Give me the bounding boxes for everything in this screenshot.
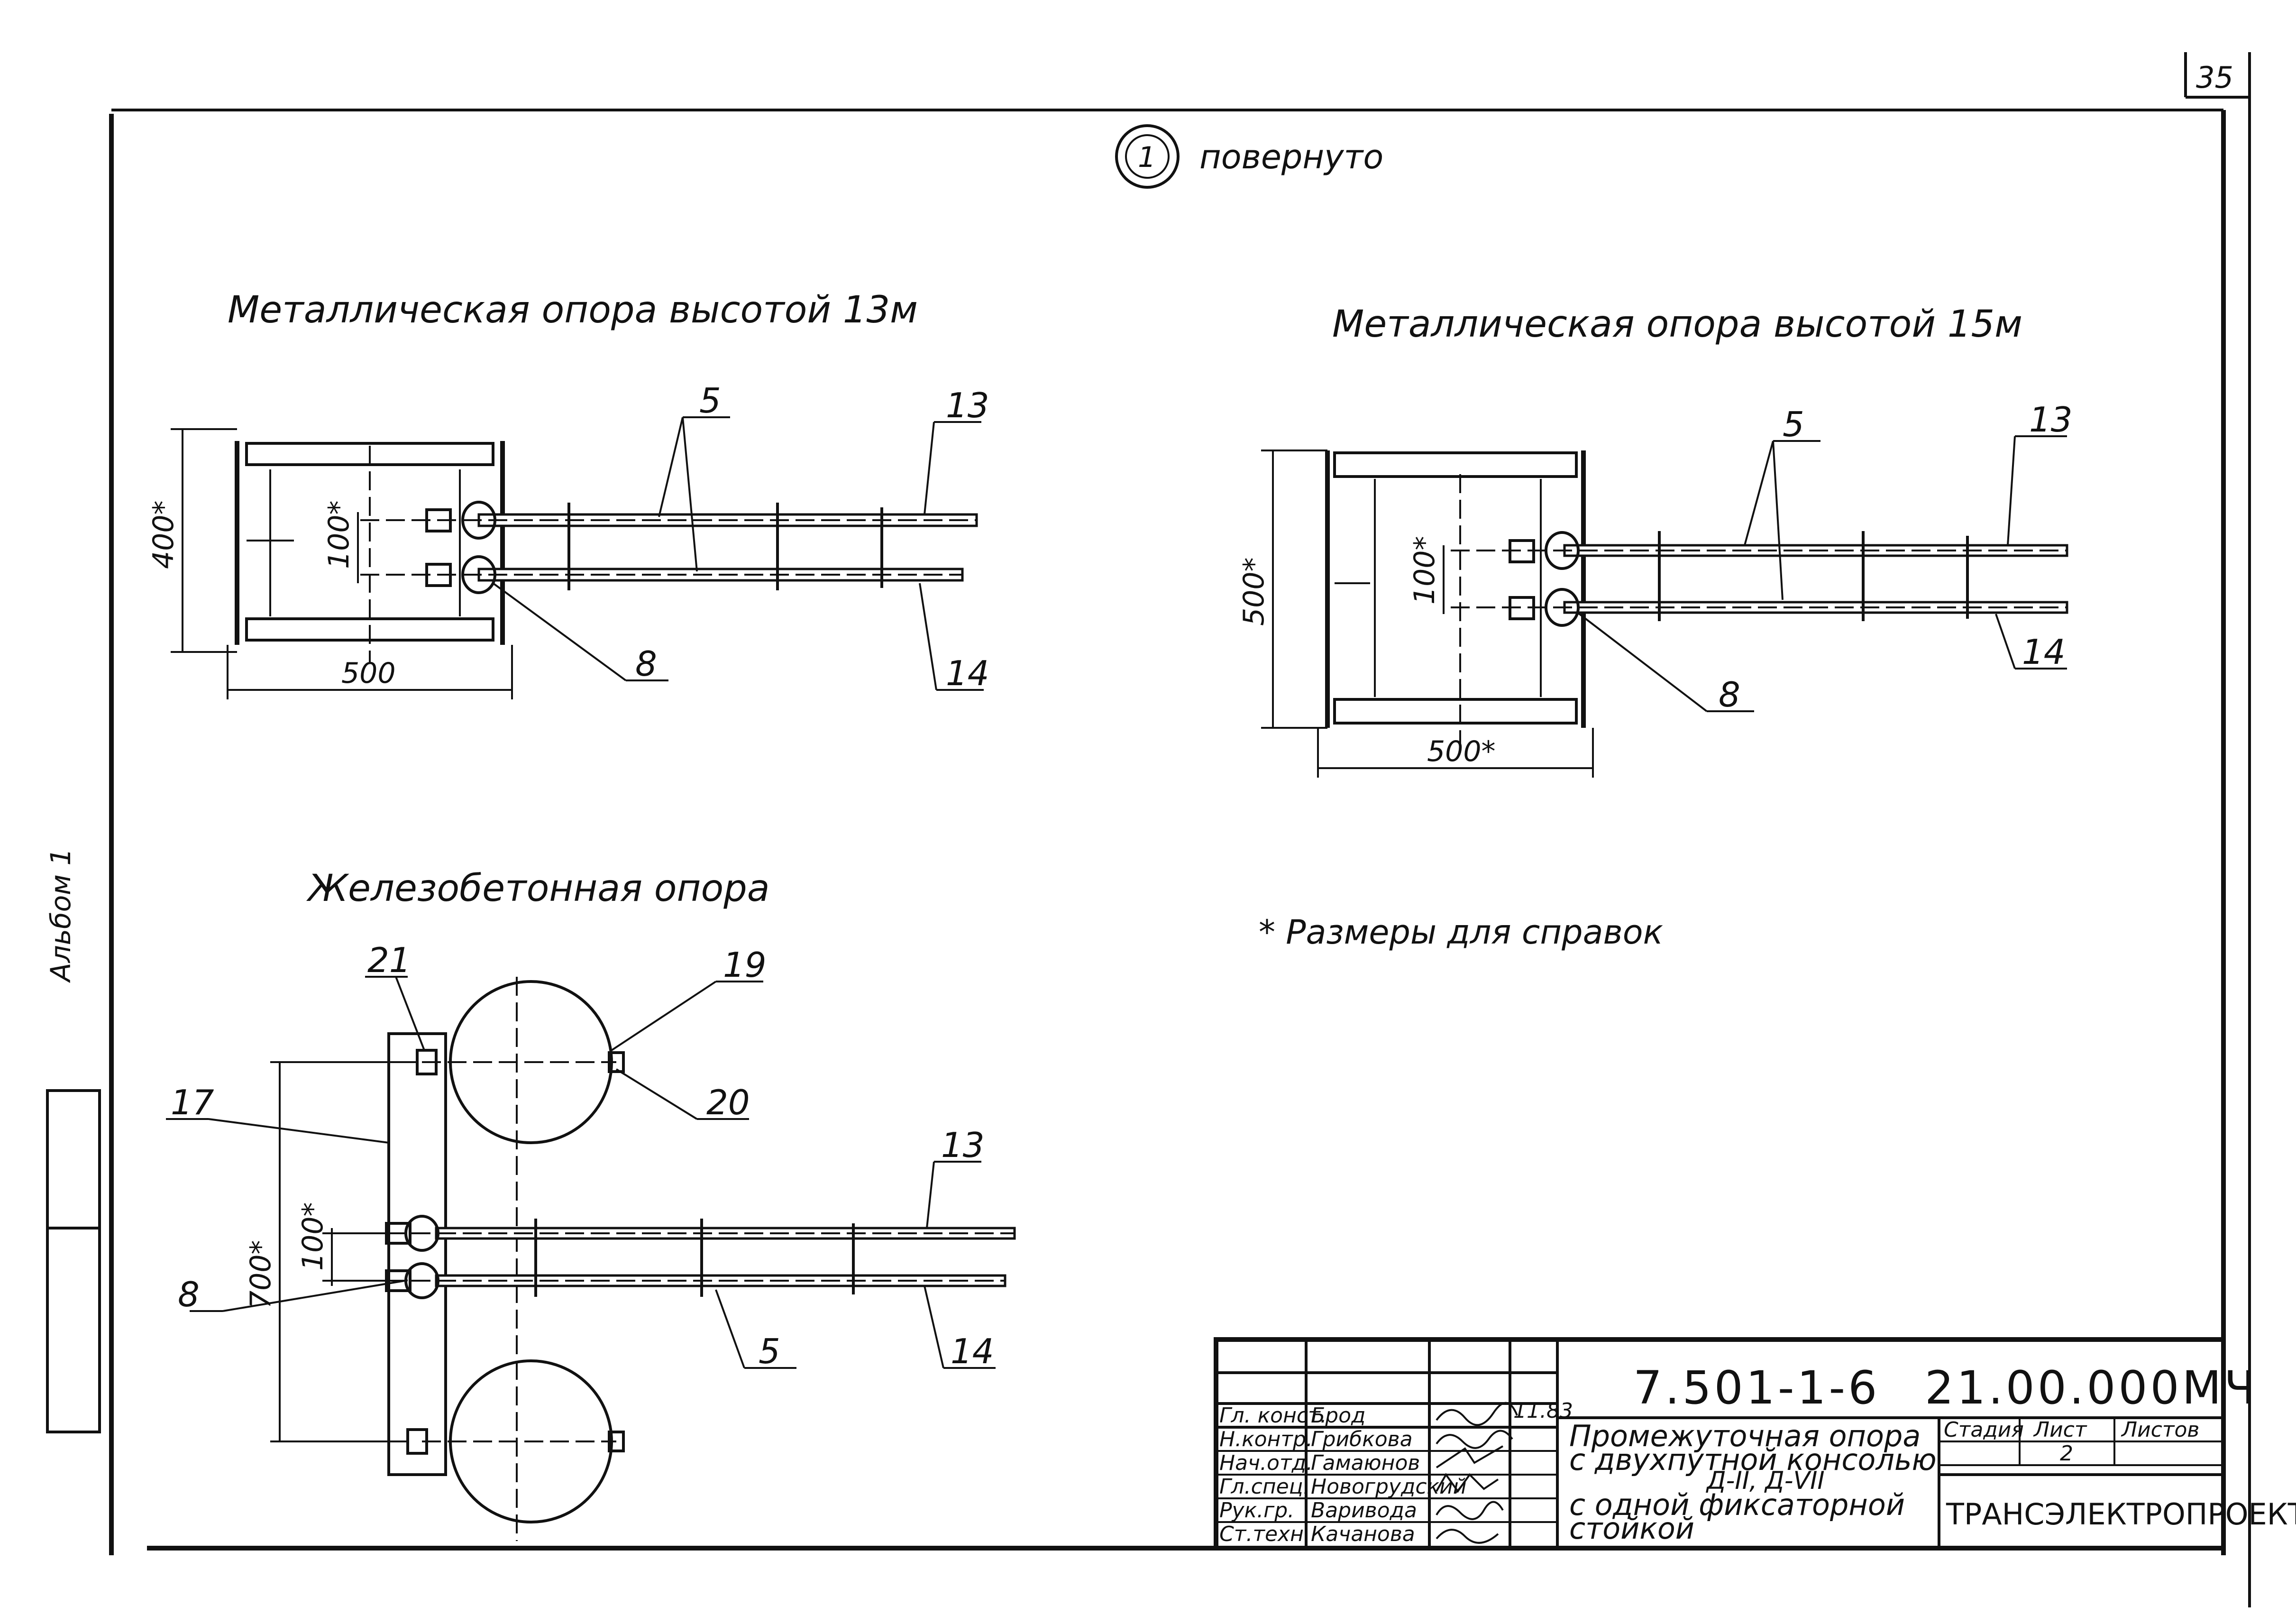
dim-height-15m: 500* (1237, 557, 1271, 626)
callout-13m-8: 8 (635, 644, 657, 684)
staff-name-5: Варивода (1311, 1498, 1417, 1523)
view-metal-13m: Металлическая опора высотой 13м 400* 500… (147, 289, 989, 699)
callout-concrete-5: 5 (759, 1331, 780, 1371)
callout-concrete-20: 20 (706, 1083, 750, 1122)
signatures (1436, 1402, 1518, 1544)
organization: ТРАНСЭЛЕКТРОПРОЕКТ (1946, 1497, 2296, 1532)
callout-concrete-14: 14 (951, 1331, 994, 1371)
callout-concrete-21: 21 (367, 940, 411, 980)
callout-13m-14: 14 (946, 653, 989, 693)
footnote: * Размеры для справок (1259, 913, 1663, 952)
svg-text:1: 1 (1138, 141, 1156, 174)
sheets-header: Листов (2121, 1418, 2199, 1442)
doc-code: 7.501-1-6 (1633, 1361, 1880, 1414)
dim-spacing-15m: 100* (1408, 536, 1441, 605)
staff-role-4: Гл.спец. (1219, 1475, 1310, 1499)
callout-13m-5: 5 (699, 381, 721, 421)
dim-spacing-concrete: 100* (296, 1202, 329, 1271)
callout-15m-14: 14 (2022, 632, 2066, 672)
staff-name-6: Качанова (1311, 1522, 1415, 1546)
doc-number: 21.00.000МЧ (1925, 1361, 2258, 1414)
stage-header: Стадия (1944, 1418, 2024, 1442)
description-line-4: с одной фиксаторной (1569, 1487, 1905, 1522)
staff-role-3: Нач.отд. (1219, 1451, 1313, 1475)
callout-concrete-17: 17 (171, 1083, 214, 1122)
description-line-5: стойкой (1569, 1511, 1694, 1546)
callout-concrete-8: 8 (178, 1275, 200, 1314)
view-title-concrete: Железобетонная опора (306, 867, 770, 910)
dim-width-13m: 500 (341, 657, 396, 690)
description-line-3: Д-II, Д-VII (1706, 1467, 1825, 1495)
staff-name-1: Брод (1311, 1404, 1365, 1428)
staff-name-3: Гамаюнов (1311, 1451, 1420, 1475)
staff-role-1: Гл. конст. (1219, 1404, 1327, 1428)
callout-concrete-13: 13 (941, 1125, 985, 1165)
callout-15m-5: 5 (1783, 404, 1804, 444)
callout-concrete-19: 19 (723, 945, 767, 985)
rotated-marker: 1 повернуто (1115, 124, 1383, 189)
description-line-2: с двухпутной консолью (1569, 1442, 1937, 1477)
callout-15m-13: 13 (2029, 400, 2073, 440)
title-block: 7.501-1-6 21.00.000МЧ 11.83 Промежуточна… (1214, 1337, 2296, 1551)
staff-name-4: Новогрудский (1311, 1475, 1466, 1499)
album-label: Альбом 1 (45, 848, 77, 983)
callout-15m-8: 8 (1719, 675, 1740, 715)
dim-width-15m: 500* (1427, 735, 1496, 768)
sheet-value: 2 (2060, 1441, 2073, 1466)
callout-13m-13: 13 (946, 385, 989, 425)
view-metal-15m: Металлическая опора высотой 15м 500* 500… (1237, 303, 2073, 778)
staff-role-2: Н.контр. (1219, 1427, 1313, 1451)
view-reinforced-concrete: Железобетонная опора 700* 100* 21 (166, 867, 1016, 1541)
staff-name-2: Грибкова (1311, 1427, 1413, 1451)
staff-role-6: Ст.техн. (1219, 1522, 1310, 1546)
view-title-metal-13m: Металлическая опора высотой 13м (228, 289, 918, 331)
rotated-label: повернуто (1199, 138, 1383, 176)
staff-role-5: Рук.гр. (1219, 1498, 1294, 1523)
sheet-number: 35 (2196, 60, 2233, 95)
dim-spacing-13m: 100* (322, 500, 356, 569)
date: 11.83 (1513, 1399, 1573, 1423)
view-title-metal-15m: Металлическая опора высотой 15м (1332, 303, 2022, 346)
dim-height-concrete: 700* (244, 1240, 277, 1309)
sheet-header: Лист (2033, 1418, 2087, 1442)
sheet-frame: 35 Альбом 1 (45, 52, 2251, 1607)
dim-height-13m: 400* (147, 500, 180, 569)
description-line-1: Промежуточная опора (1569, 1419, 1921, 1453)
